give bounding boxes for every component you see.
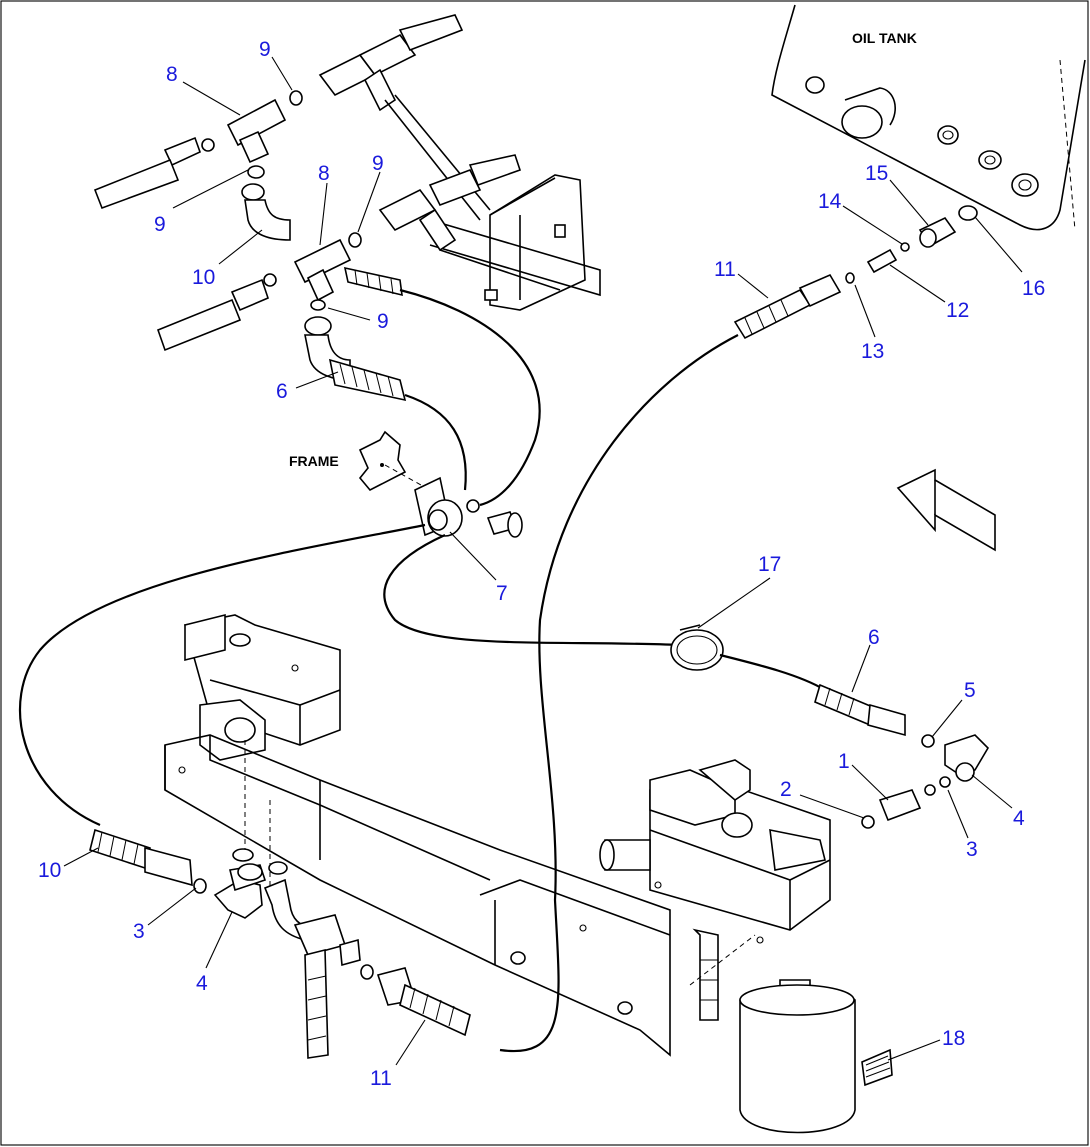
tank-fittings	[845, 205, 978, 284]
oil-tank-label: OIL TANK	[852, 30, 917, 46]
lower-valve-block	[183, 613, 341, 761]
callout-15: 15	[865, 162, 888, 185]
callout-9: 9	[377, 310, 389, 333]
upper-left-tee-8	[93, 98, 291, 241]
accumulator-18	[739, 979, 893, 1134]
hose-11-right	[499, 273, 842, 1053]
callout-5: 5	[964, 679, 976, 702]
mid-tee-fitting	[348, 154, 522, 252]
callout-12: 12	[946, 299, 969, 322]
callout-9: 9	[154, 213, 166, 236]
callout-14: 14	[818, 190, 842, 213]
lower-left-fittings	[89, 828, 471, 1059]
callout-9: 9	[259, 38, 271, 61]
frame-bracket	[358, 430, 523, 538]
upper-valve-block	[429, 174, 601, 311]
callout-9: 9	[372, 152, 384, 175]
callout-6: 6	[868, 626, 880, 649]
right-valve-block	[599, 759, 831, 1021]
callout-8: 8	[318, 162, 330, 185]
callout-18: 18	[942, 1027, 965, 1050]
leader-lines	[63, 56, 1023, 1066]
callout-17: 17	[758, 553, 781, 576]
lower-left-tee-8	[156, 238, 352, 381]
callout-3: 3	[966, 838, 978, 861]
callout-4: 4	[196, 972, 208, 995]
hose-6-lower	[719, 653, 990, 829]
callout-3: 3	[133, 920, 145, 943]
callout-7: 7	[496, 582, 508, 605]
callout-2: 2	[780, 778, 792, 801]
callout-13: 13	[861, 340, 884, 363]
hose-10-long	[18, 523, 681, 827]
callout-16: 16	[1022, 277, 1045, 300]
frame-label: FRAME	[289, 453, 339, 469]
callout-4: 4	[1013, 807, 1025, 830]
callout-1: 1	[838, 750, 850, 773]
hose-6-upper	[328, 358, 467, 491]
hose-top-9	[343, 266, 541, 507]
callout-10: 10	[38, 859, 61, 882]
direction-arrow	[896, 468, 996, 552]
frame-rail	[164, 734, 756, 1057]
callout-6: 6	[276, 380, 288, 403]
callouts: 9 8 9 8 9 10 9 6 7 11 14 15 12 13 16 17 …	[38, 38, 1045, 1090]
clamp-17	[670, 624, 724, 671]
callout-10: 10	[192, 266, 215, 289]
callout-11: 11	[370, 1067, 392, 1090]
oil-tank	[771, 4, 1086, 231]
callout-8: 8	[166, 63, 178, 86]
callout-11: 11	[714, 258, 736, 281]
